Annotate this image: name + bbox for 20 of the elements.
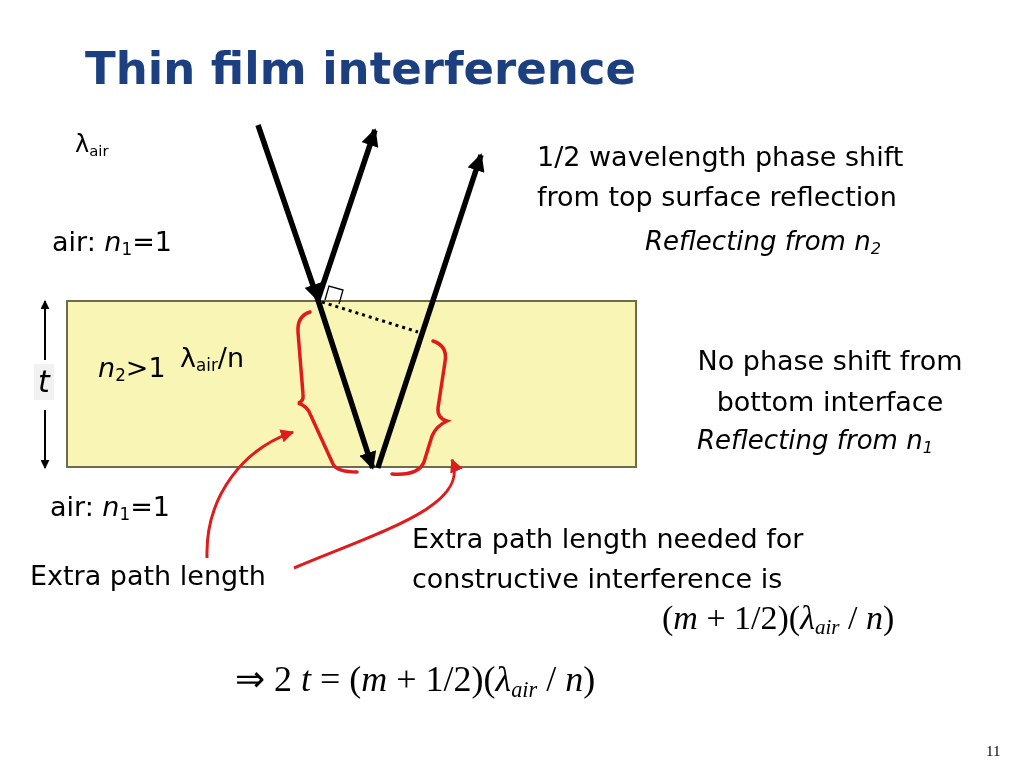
formula: (m + 1/2)(λ$_{air}$ / n) [662, 598, 895, 641]
annotation-text: 1/2 wavelength phase shift from top surface reflection [537, 140, 905, 214]
formula: ⇒ 2 t = (m + 1/2)(λ$_{air}$ / n) [235, 658, 596, 704]
film-layer [66, 300, 637, 468]
medium-label: air: n$_{1}$=1 [52, 226, 172, 260]
annotation-text: Reflecting from n$_{1}$ [697, 425, 933, 458]
annotation-text: Extra path length needed for constructive interference is [412, 522, 805, 596]
light-ray [255, 124, 376, 470]
wavelength-label: λ$_{air}$ [75, 130, 109, 161]
medium-label: air: n$_{1}$=1 [50, 491, 170, 525]
annotation-text: No phase shift from bottom interface [696, 344, 964, 419]
slide-title: Thin film interference [85, 42, 636, 96]
leader-arrow [205, 430, 295, 559]
annotation-text: Reflecting from n$_{2}$ [645, 226, 881, 259]
wavelength-label: λ$_{air}$/n [180, 342, 244, 376]
refractive-index-label: n$_{2}$>1 [98, 352, 166, 386]
thickness-label: t [34, 364, 54, 400]
page-number: 11 [986, 742, 1001, 760]
leader-arrow [293, 458, 462, 570]
annotation-text: Extra path length [30, 560, 266, 593]
